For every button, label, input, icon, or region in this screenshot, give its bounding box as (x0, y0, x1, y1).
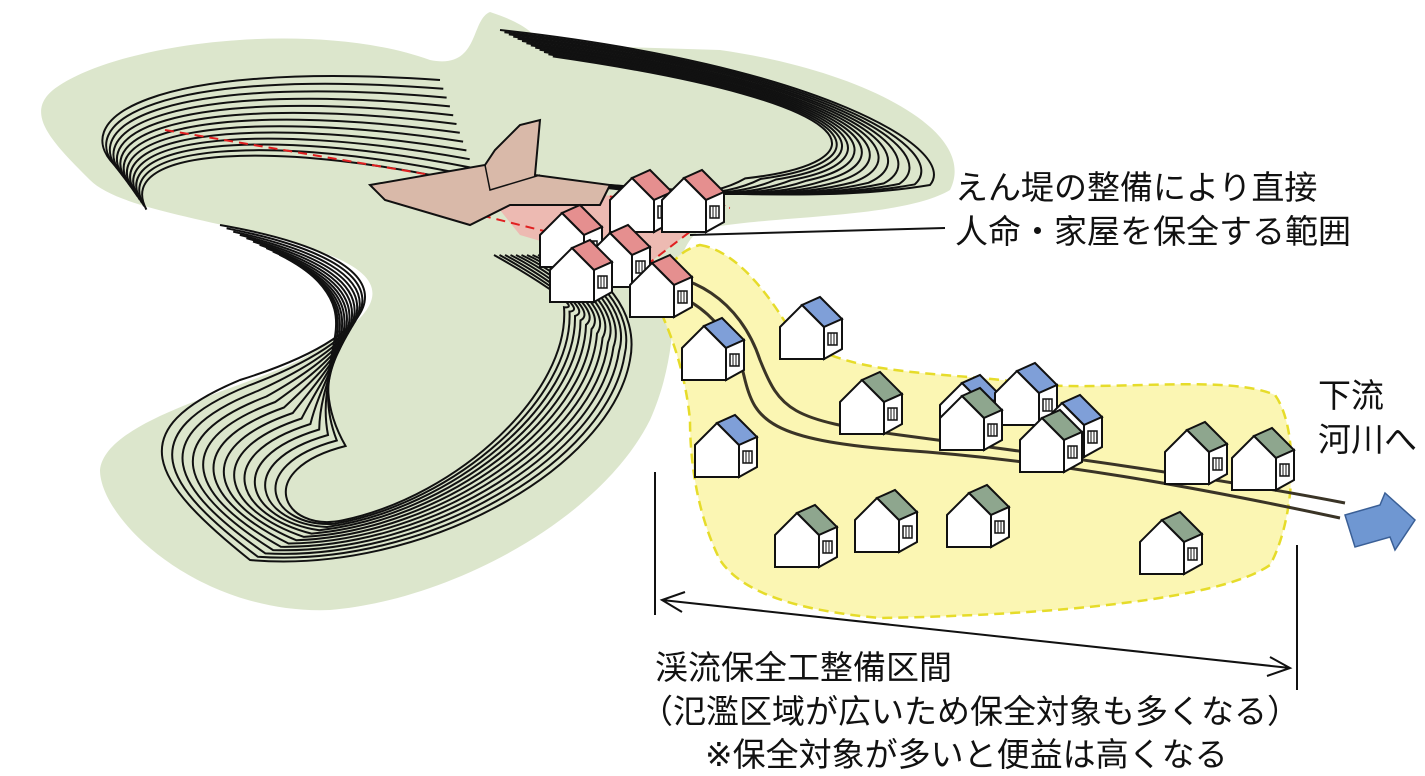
house-icon (1139, 510, 1204, 576)
house-icon (694, 413, 759, 479)
house-icon (549, 238, 614, 304)
house-icon (939, 386, 1004, 452)
house-icon (779, 295, 844, 361)
house-icon (774, 503, 839, 569)
downstream-arrow-icon (1344, 491, 1416, 552)
house-icon (1164, 420, 1229, 486)
house-icon (839, 370, 904, 436)
section-dimension-arrow (661, 599, 1291, 669)
dimension-arrowhead-left (659, 591, 686, 613)
dimension-arrowhead-right (1266, 656, 1293, 677)
protection-boundary-line (164, 129, 731, 209)
house-icon (994, 361, 1059, 427)
house-icon (946, 483, 1011, 549)
sabo-dam (367, 118, 612, 227)
benefit-note: ※保全対象が多いと便益は高くなる (705, 735, 1228, 774)
mountain-terrain (41, 12, 955, 611)
dam-wing (484, 164, 541, 191)
flood-area-note: （氾濫区域が広いため保全対象も多くなる） (640, 692, 1300, 731)
house-icon (661, 168, 726, 234)
house-icon (629, 253, 694, 319)
channel-works-section-title: 渓流保全工整備区間 (655, 648, 952, 687)
house-icon (1019, 408, 1084, 474)
direct-protection-label-line2: 人命・家屋を保全する範囲 (955, 212, 1351, 251)
downstream-label-line1: 下流 (1318, 376, 1384, 415)
label-leader-line (689, 227, 946, 236)
direct-protection-label-line1: えん堤の整備により直接 (955, 168, 1318, 207)
house-icon (681, 316, 746, 382)
house-icon (1231, 426, 1296, 492)
house-icon (854, 488, 919, 554)
downstream-label-line2: 河川へ (1318, 420, 1417, 459)
houses (539, 168, 1296, 576)
